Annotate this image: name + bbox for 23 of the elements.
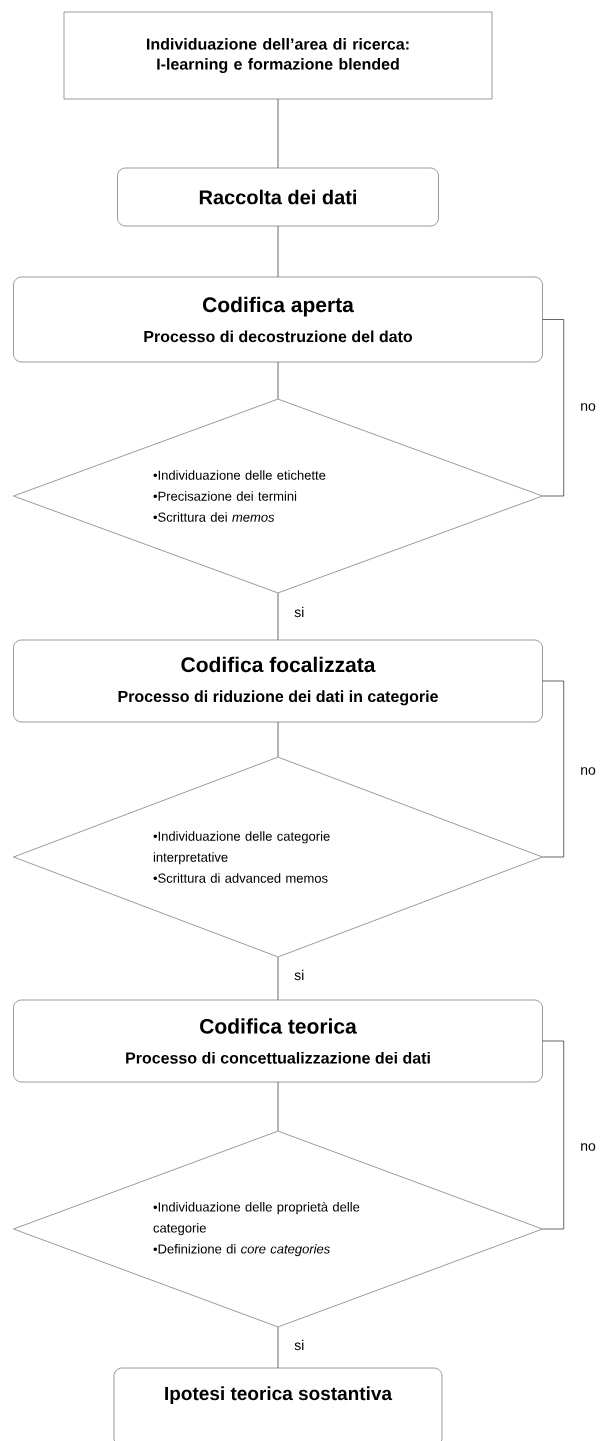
edge-label: no — [579, 1142, 597, 1152]
connector-line — [277, 721, 279, 758]
connector-line — [542, 319, 564, 497]
connector-line — [277, 956, 279, 1001]
process-box: Codifica aperta Processo di decostruzione del dato — [13, 276, 543, 363]
connector-line — [277, 1081, 279, 1132]
connector-line — [277, 361, 279, 400]
connector-line — [542, 1040, 564, 1230]
connector-line — [277, 592, 279, 641]
result-box: Ipotesi teorica sostantiva — [113, 1367, 443, 1441]
start-box: Individuazione dell’area di ricerca: I-learning e formazione blended — [63, 11, 493, 100]
connector-line — [277, 1326, 279, 1369]
edge-label: si — [293, 1338, 306, 1352]
connector-line — [277, 225, 279, 278]
edge-label: si — [293, 605, 306, 619]
process-box: Codifica focalizzata Processo di riduzione dei dati in categorie — [13, 639, 543, 723]
edge-label: si — [293, 968, 306, 982]
edge-label: no — [579, 402, 597, 412]
edge-label: no — [579, 766, 597, 776]
process-box: Codifica teorica Processo di concettualizzazione dei dati — [13, 999, 543, 1083]
process-box: Raccolta dei dati — [117, 167, 439, 227]
connector-line — [277, 98, 279, 169]
connector-line — [542, 680, 564, 858]
